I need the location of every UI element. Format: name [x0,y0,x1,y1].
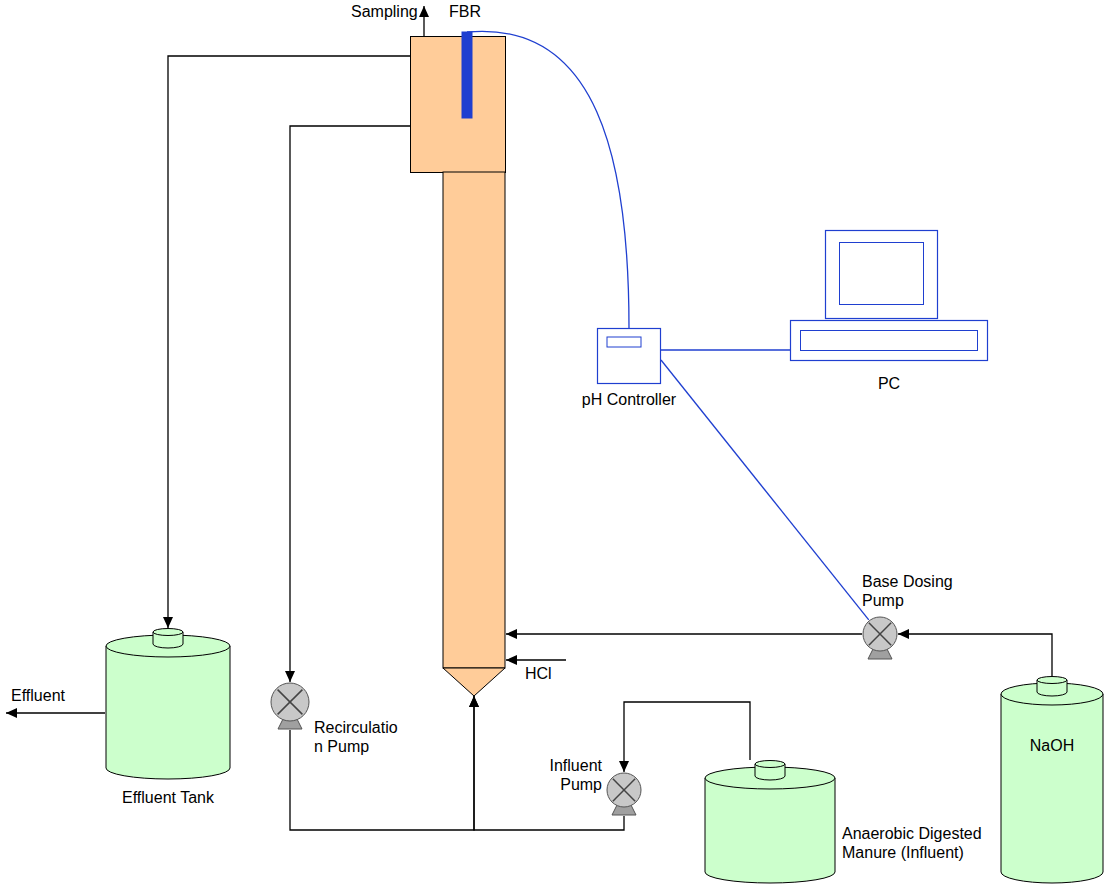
text-wrap: NaOH [1002,736,1102,755]
ph-controller-shape [597,328,661,384]
pc-computer-shape [790,230,988,362]
tank-label: NaOH [1030,737,1074,754]
flow-pipe [898,634,1052,676]
text-wrap: Base Dosing Pump [862,572,966,610]
hcl-arrow [506,659,566,660]
reactor-label: FBR [449,3,481,20]
text-wrap: Effluent Tank [78,788,258,807]
flow-pipe [506,633,862,634]
signal-cable [661,360,869,620]
recirculation-pump: Recirculatio n Pump [270,682,310,730]
label-wrap: Sampling [350,2,419,21]
text-wrap: pH Controller [559,390,699,409]
sampling-label: Sampling [350,3,419,20]
pump-label: Recirculatio n Pump [314,719,398,755]
effluent-label: Effluent [10,687,66,704]
fbr-reactor: FBR [410,36,506,696]
effluent-tank-shape [105,628,231,780]
text-wrap: Recirculatio n Pump [314,718,410,756]
tank-label: Anaerobic Digested Manure (Influent) [842,825,982,861]
signal-cable [661,349,790,350]
flow-pipe [624,702,750,772]
naoh-tank: NaOH [1000,676,1104,884]
hcl-label: HCl [524,665,553,682]
influent-pump-shape [606,772,642,816]
tank-label: Effluent Tank [122,789,214,806]
base-dosing-pump-shape [862,616,898,660]
influent-pump: Influent Pump [606,772,642,816]
flow-pipe [474,696,624,830]
controller-label: pH Controller [582,391,676,408]
naoh-tank-shape [1000,676,1104,884]
recirculation-pump-shape [270,682,310,730]
ph-controller: pH Controller [597,328,661,384]
pump-label: Influent Pump [550,757,602,793]
flow-pipe [290,126,410,682]
pc-computer: PC [790,230,988,362]
label-wrap: HCl [524,664,553,683]
text-wrap: Influent Pump [522,756,602,794]
text-wrap: PC [859,374,919,393]
label-wrap: Effluent [10,686,66,705]
influent-tank-shape [704,760,836,884]
flow-pipe [290,696,474,830]
text-wrap: FBR [440,2,490,21]
effluent-tank: Effluent Tank [105,628,231,780]
pc-label: PC [878,375,900,392]
pump-label: Base Dosing Pump [862,573,953,609]
effluent-arrow [6,712,105,713]
influent-tank: Anaerobic Digested Manure (Influent) [704,760,836,884]
flow-pipe [168,56,410,628]
text-wrap: Anaerobic Digested Manure (Influent) [842,824,992,862]
base-dosing-pump: Base Dosing Pump [862,616,898,660]
fbr-reactor-shape [410,36,506,696]
